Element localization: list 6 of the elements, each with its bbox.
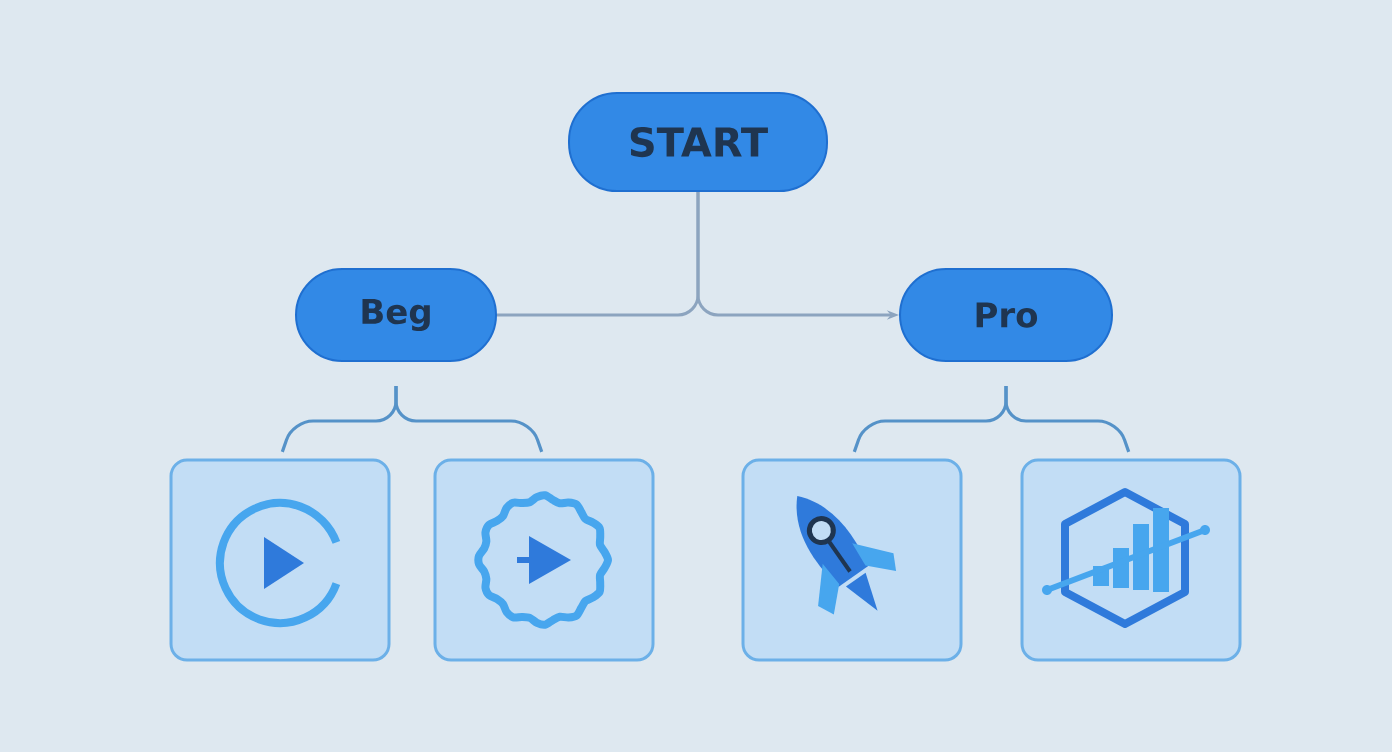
bracket-connector	[394, 386, 544, 453]
start-pill: START	[568, 92, 828, 192]
bracket-connector	[1004, 386, 1131, 453]
level-pill: Pro	[899, 268, 1113, 362]
icon-box	[169, 458, 391, 662]
level-pill: Beg	[295, 268, 497, 362]
